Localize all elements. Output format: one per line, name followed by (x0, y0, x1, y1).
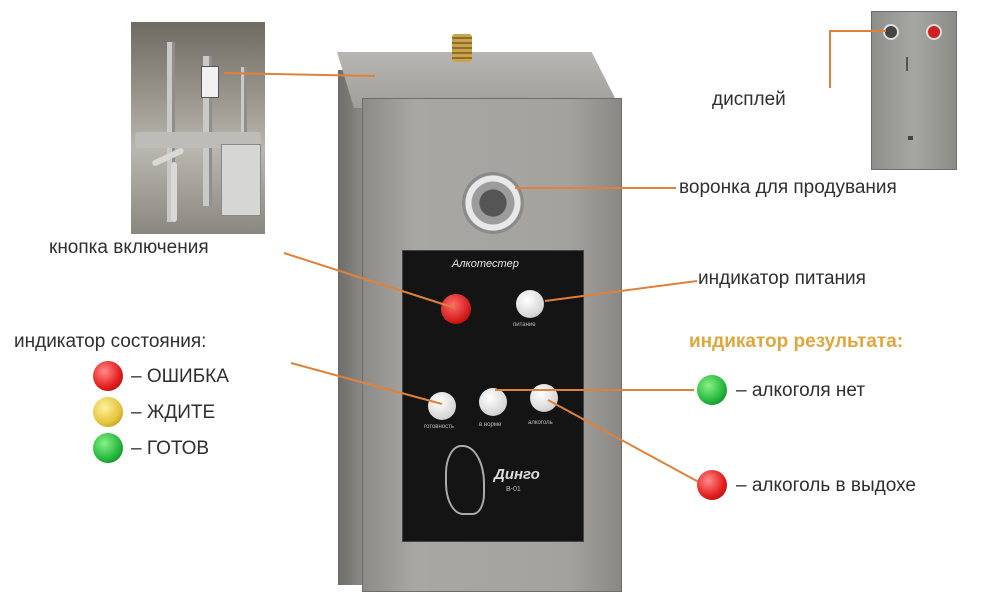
funnel-label: воронка для продувания (679, 177, 897, 199)
result-indicator-label: индикатор результата: (689, 331, 903, 353)
green-dot-icon (697, 375, 727, 405)
green-dot-icon (93, 433, 123, 463)
yellow-dot-icon (93, 397, 123, 427)
display-label: дисплей (712, 89, 786, 111)
state-error-text: – ОШИБКА (131, 366, 229, 388)
power-indicator-label: индикатор питания (698, 268, 866, 290)
red-dot-icon (93, 361, 123, 391)
red-dot-icon (697, 470, 727, 500)
state-wait-text: – ЖДИТЕ (131, 402, 215, 424)
result-alcohol-text: – алкоголь в выдохе (736, 475, 916, 497)
state-ready-text: – ГОТОВ (131, 438, 209, 460)
power-button-label: кнопка включения (49, 237, 209, 259)
result-no-alcohol-text: – алкоголя нет (736, 380, 865, 402)
state-indicator-label: индикатор состояния: (14, 331, 206, 353)
